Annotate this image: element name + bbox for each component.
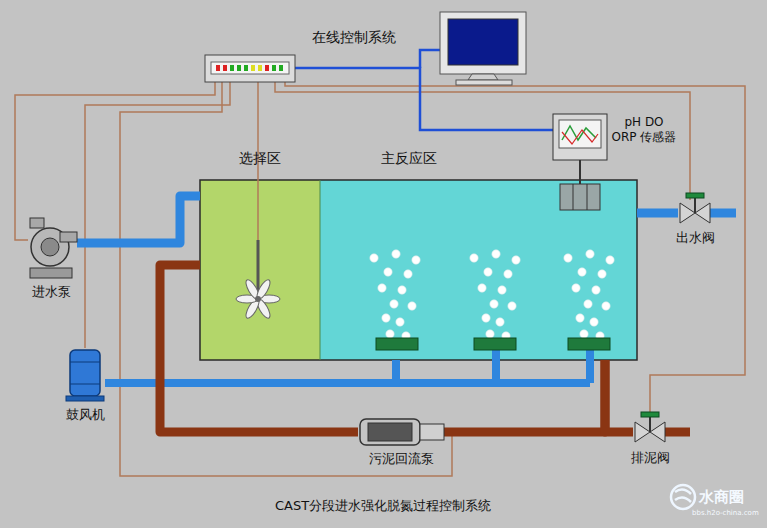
outlet-pipe xyxy=(710,209,736,218)
selection-zone-fill xyxy=(200,180,320,360)
node-label: pH DO ORP 传感器 xyxy=(611,115,677,145)
sensor-probes xyxy=(560,184,600,210)
discharge-pipe xyxy=(665,428,690,437)
node-label: 鼓风机 xyxy=(66,407,105,423)
monitor xyxy=(440,12,526,85)
pipe-connector xyxy=(77,196,200,243)
node-label: 出水阀 xyxy=(676,230,715,246)
reaction-zone: 主反应区 xyxy=(320,180,637,360)
reaction-zone-fill xyxy=(320,180,637,360)
air-bubbles xyxy=(370,250,614,340)
inlet-pump xyxy=(30,218,77,278)
sensor-box: pH DO ORP 传感器 xyxy=(553,114,607,160)
watermark-logo xyxy=(671,485,695,509)
pipe-connector xyxy=(444,360,605,432)
node-label: 主反应区 xyxy=(381,150,437,168)
selection-zone: 选择区 xyxy=(200,180,320,360)
watermark-url: bbs.h2o-china.com xyxy=(692,509,759,517)
tank-outline xyxy=(200,180,637,360)
valve-node: 排泥阀 xyxy=(633,418,667,446)
pipe-connector xyxy=(637,209,678,218)
node-label: 排泥阀 xyxy=(631,450,670,466)
pipe-connector xyxy=(105,360,396,383)
controller xyxy=(205,55,295,82)
pump-node: 进水泵 xyxy=(25,212,77,282)
caption: CAST分段进水强化脱氮过程控制系统 xyxy=(275,497,491,515)
pipe-connector xyxy=(160,265,358,432)
sludge-pump xyxy=(360,419,444,445)
mixer-impeller xyxy=(236,278,280,320)
air-diffuser xyxy=(376,338,610,350)
node-label: 进水泵 xyxy=(32,284,71,300)
watermark: 水商圈 xyxy=(699,488,744,507)
outlet-valve xyxy=(680,193,710,223)
discharge-valve xyxy=(635,412,665,442)
pipe-connector xyxy=(605,360,633,432)
valve-node: 出水阀 xyxy=(678,198,712,226)
air-riser xyxy=(396,350,590,383)
mixer-shaft xyxy=(257,240,260,296)
control-wires xyxy=(15,82,745,476)
pump-node: 污泥回流泵 xyxy=(358,416,444,448)
node-label: 选择区 xyxy=(239,150,281,168)
node-label: 污泥回流泵 xyxy=(369,451,434,467)
system-title: 在线控制系统 xyxy=(312,29,396,47)
pipe-connector xyxy=(579,160,581,184)
zone-divider xyxy=(320,180,321,360)
sensor-meter xyxy=(553,114,607,160)
blower xyxy=(66,350,104,401)
blower-node: 鼓风机 xyxy=(65,347,105,402)
